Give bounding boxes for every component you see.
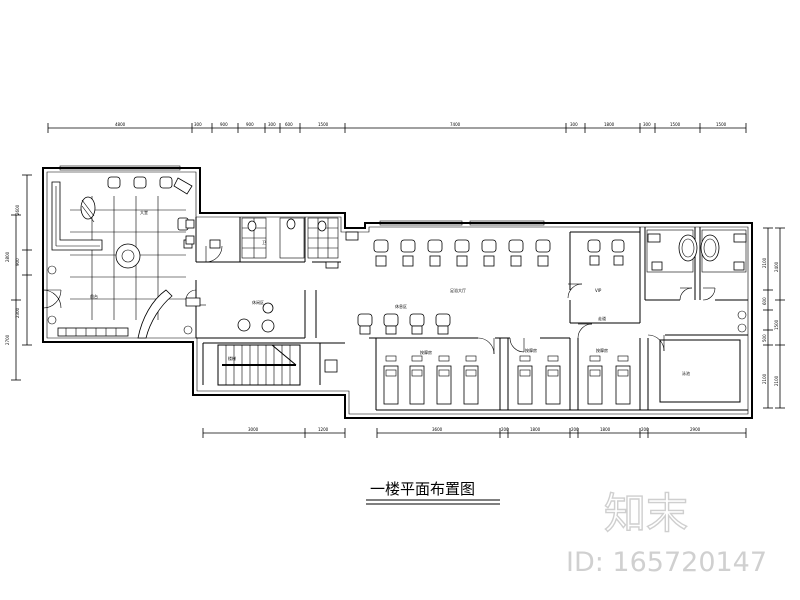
svg-text:1800: 1800	[530, 427, 541, 432]
svg-text:3000: 3000	[248, 427, 259, 432]
svg-text:2100: 2100	[762, 373, 767, 384]
svg-text:泳池: 泳池	[682, 370, 690, 376]
svg-text:1500: 1500	[318, 122, 329, 127]
svg-text:大堂: 大堂	[140, 209, 148, 215]
svg-text:300: 300	[194, 122, 202, 127]
staircase: 楼梯	[217, 344, 338, 386]
svg-text:1800: 1800	[604, 122, 615, 127]
svg-text:按摩房: 按摩房	[420, 349, 432, 355]
svg-text:300: 300	[643, 122, 651, 127]
watermark: 知末 ID: 165720147	[566, 488, 767, 578]
svg-text:1500: 1500	[774, 319, 779, 330]
watermark-brand: 知末	[604, 489, 688, 538]
bath-rooms	[646, 229, 747, 333]
svg-text:200: 200	[641, 427, 649, 432]
svg-text:1200: 1200	[318, 427, 329, 432]
svg-text:900: 900	[15, 258, 20, 266]
drawing-title: 一楼平面布置图	[370, 480, 475, 498]
exterior-walls	[42, 165, 753, 419]
svg-text:卫: 卫	[262, 240, 266, 245]
svg-text:走道: 走道	[598, 315, 606, 321]
svg-text:7400: 7400	[450, 122, 461, 127]
svg-text:2600: 2600	[15, 204, 20, 215]
svg-text:200: 200	[571, 427, 579, 432]
svg-text:休闲区: 休闲区	[252, 299, 264, 305]
left-dimension-chain: 2600 900 2300 2800 2700	[5, 174, 32, 381]
svg-text:1500: 1500	[716, 122, 727, 127]
svg-text:楼梯: 楼梯	[228, 355, 236, 361]
bottom-dimension-chain: 3000 1200 3600 1800 1800 2900 200 200 200	[202, 427, 747, 438]
svg-text:前台: 前台	[90, 293, 98, 299]
drawing-title-block: 一楼平面布置图	[366, 480, 500, 505]
pool-room: 泳池	[659, 339, 741, 403]
svg-text:按摩房: 按摩房	[596, 347, 608, 353]
svg-text:2900: 2900	[690, 427, 701, 432]
top-dimension-chain: 4800 300 900 900 300 600 1500 7400 300 1800 300…	[47, 122, 747, 133]
central-room: 休闲区	[200, 299, 275, 333]
svg-text:3600: 3600	[432, 427, 443, 432]
svg-text:2300: 2300	[15, 307, 20, 318]
svg-text:2100: 2100	[774, 375, 779, 386]
svg-text:300: 300	[570, 122, 578, 127]
toilet-block: 卫	[185, 217, 359, 269]
watermark-id: ID: 165720147	[566, 547, 767, 578]
svg-text:1800: 1800	[600, 427, 611, 432]
svg-text:500: 500	[762, 334, 767, 342]
svg-text:足浴大厅: 足浴大厅	[450, 287, 466, 293]
massage-rooms: 按摩房 按摩房 按摩房	[383, 347, 631, 405]
svg-text:2100: 2100	[762, 257, 767, 268]
door-swings	[42, 245, 716, 355]
svg-text:600: 600	[762, 297, 767, 305]
svg-text:1500: 1500	[670, 122, 681, 127]
svg-text:600: 600	[285, 122, 293, 127]
svg-text:900: 900	[220, 122, 228, 127]
svg-text:2400: 2400	[774, 261, 779, 272]
right-dimension-chain: 2100 600 500 2100 2400 1500 2100	[762, 227, 785, 409]
svg-text:900: 900	[246, 122, 254, 127]
svg-text:200: 200	[501, 427, 509, 432]
vip-foot-spa-room: VIP	[587, 239, 625, 293]
svg-text:休息区: 休息区	[395, 303, 407, 309]
svg-text:300: 300	[268, 122, 276, 127]
svg-text:4800: 4800	[115, 122, 126, 127]
corridor-label: 走道	[598, 315, 606, 321]
svg-text:VIP: VIP	[595, 288, 602, 293]
svg-text:2800: 2800	[5, 251, 10, 262]
svg-text:2700: 2700	[5, 334, 10, 345]
svg-text:按摩房: 按摩房	[525, 347, 537, 353]
